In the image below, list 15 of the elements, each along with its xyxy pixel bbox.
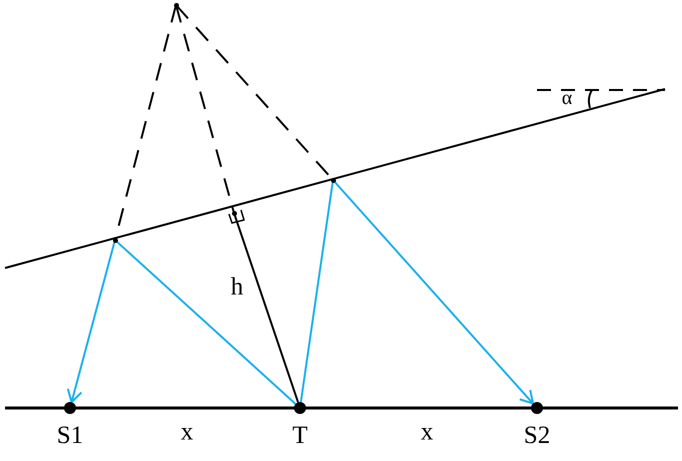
station-label: S2 bbox=[524, 423, 550, 449]
station-label: T bbox=[292, 423, 308, 449]
vertex-point bbox=[174, 2, 178, 8]
vertex-point bbox=[330, 178, 336, 182]
ray-line bbox=[300, 180, 334, 402]
vertex-point bbox=[232, 210, 236, 216]
angle-label: α bbox=[562, 88, 572, 108]
distance-label: x bbox=[420, 420, 434, 444]
ray-line bbox=[114, 239, 296, 405]
vertex-point bbox=[112, 238, 118, 242]
arrow bbox=[66, 240, 116, 404]
arrow bbox=[332, 179, 534, 405]
station-label: S1 bbox=[56, 423, 84, 449]
dashed-line bbox=[114, 4, 177, 240]
distance-label: x bbox=[180, 420, 194, 444]
